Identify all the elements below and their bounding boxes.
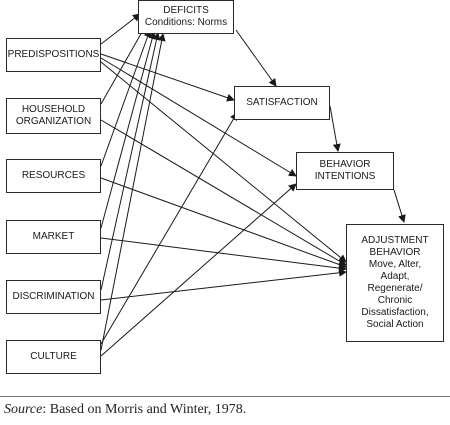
arrow-resources-to-adjustment bbox=[100, 177, 347, 269]
arrow-discrimination-to-adjustment bbox=[100, 268, 347, 301]
node-discrimination: DISCRIMINATION bbox=[6, 280, 101, 314]
node-culture-line1: CULTURE bbox=[30, 351, 77, 362]
node-household-organization: HOUSEHOLD ORGANIZATION bbox=[6, 98, 101, 134]
node-household-line2: ORGANIZATION bbox=[15, 116, 92, 127]
arrow-predispositions-to-intentions bbox=[100, 57, 297, 177]
arrow-culture-to-intentions bbox=[100, 183, 297, 357]
source-caption: Source: Based on Morris and Winter, 1978… bbox=[4, 402, 246, 418]
node-adjustment-line1: ADJUSTMENT bbox=[361, 235, 429, 246]
node-adjustment-line4: Adapt, bbox=[380, 271, 410, 282]
arrow-resources-to-deficits bbox=[100, 29, 152, 167]
caption-label: Source bbox=[4, 402, 43, 417]
node-discrimination-line1: DISCRIMINATION bbox=[12, 291, 95, 302]
node-adjustment-line5: Regenerate/ bbox=[367, 283, 423, 294]
arrow-household-to-adjustment bbox=[100, 119, 347, 266]
node-satisfaction-line1: SATISFACTION bbox=[246, 97, 318, 108]
node-intentions-line2: INTENTIONS bbox=[314, 171, 376, 182]
node-deficits: DEFICITS Conditions: Norms bbox=[138, 0, 234, 34]
arrow-predispositions-to-satisfaction bbox=[100, 53, 235, 102]
arrow-culture-to-deficits bbox=[100, 33, 166, 351]
node-resources: RESOURCES bbox=[6, 159, 101, 193]
arrow-household-to-deficits bbox=[100, 24, 147, 105]
node-adjustment-line8: Social Action bbox=[366, 319, 424, 330]
node-predispositions: PREDISPOSITIONS bbox=[6, 38, 101, 72]
node-deficits-line1: DEFICITS bbox=[163, 5, 209, 16]
node-adjustment-line3: Move, Alter, bbox=[368, 259, 422, 270]
arrow-predispositions-to-adjustment bbox=[100, 61, 347, 263]
arrow-predispositions-to-deficits bbox=[100, 13, 141, 45]
node-adjustment-line2: BEHAVIOR bbox=[369, 247, 421, 258]
arrow-satisfaction-to-intentions bbox=[329, 105, 341, 152]
caption-divider bbox=[0, 396, 450, 397]
node-intentions-line1: BEHAVIOR bbox=[319, 159, 371, 170]
node-behavior-intentions: BEHAVIOR INTENTIONS bbox=[296, 152, 394, 190]
node-market: MARKET bbox=[6, 220, 101, 254]
node-household-line1: HOUSEHOLD bbox=[21, 104, 86, 115]
diagram-arrows bbox=[100, 13, 406, 357]
arrow-discrimination-to-deficits bbox=[100, 32, 161, 291]
node-culture: CULTURE bbox=[6, 340, 101, 374]
node-satisfaction: SATISFACTION bbox=[234, 86, 330, 120]
arrow-market-to-deficits bbox=[100, 31, 157, 229]
caption-text: : Based on Morris and Winter, 1978. bbox=[42, 402, 247, 417]
arrow-deficits-to-satisfaction bbox=[235, 29, 277, 87]
node-resources-line1: RESOURCES bbox=[21, 170, 86, 181]
node-adjustment-line6: Chronic bbox=[377, 295, 413, 306]
arrow-culture-to-satisfaction bbox=[100, 112, 238, 345]
node-market-line1: MARKET bbox=[32, 231, 75, 242]
node-deficits-line2: Conditions: Norms bbox=[144, 17, 228, 28]
node-adjustment-line7: Dissatisfaction, bbox=[361, 307, 429, 318]
node-predispositions-line1: PREDISPOSITIONS bbox=[7, 49, 100, 60]
arrow-intentions-to-adjustment bbox=[393, 189, 406, 223]
node-adjustment-behavior: ADJUSTMENT BEHAVIOR Move, Alter, Adapt, … bbox=[346, 224, 444, 342]
arrow-market-to-adjustment bbox=[100, 237, 347, 273]
